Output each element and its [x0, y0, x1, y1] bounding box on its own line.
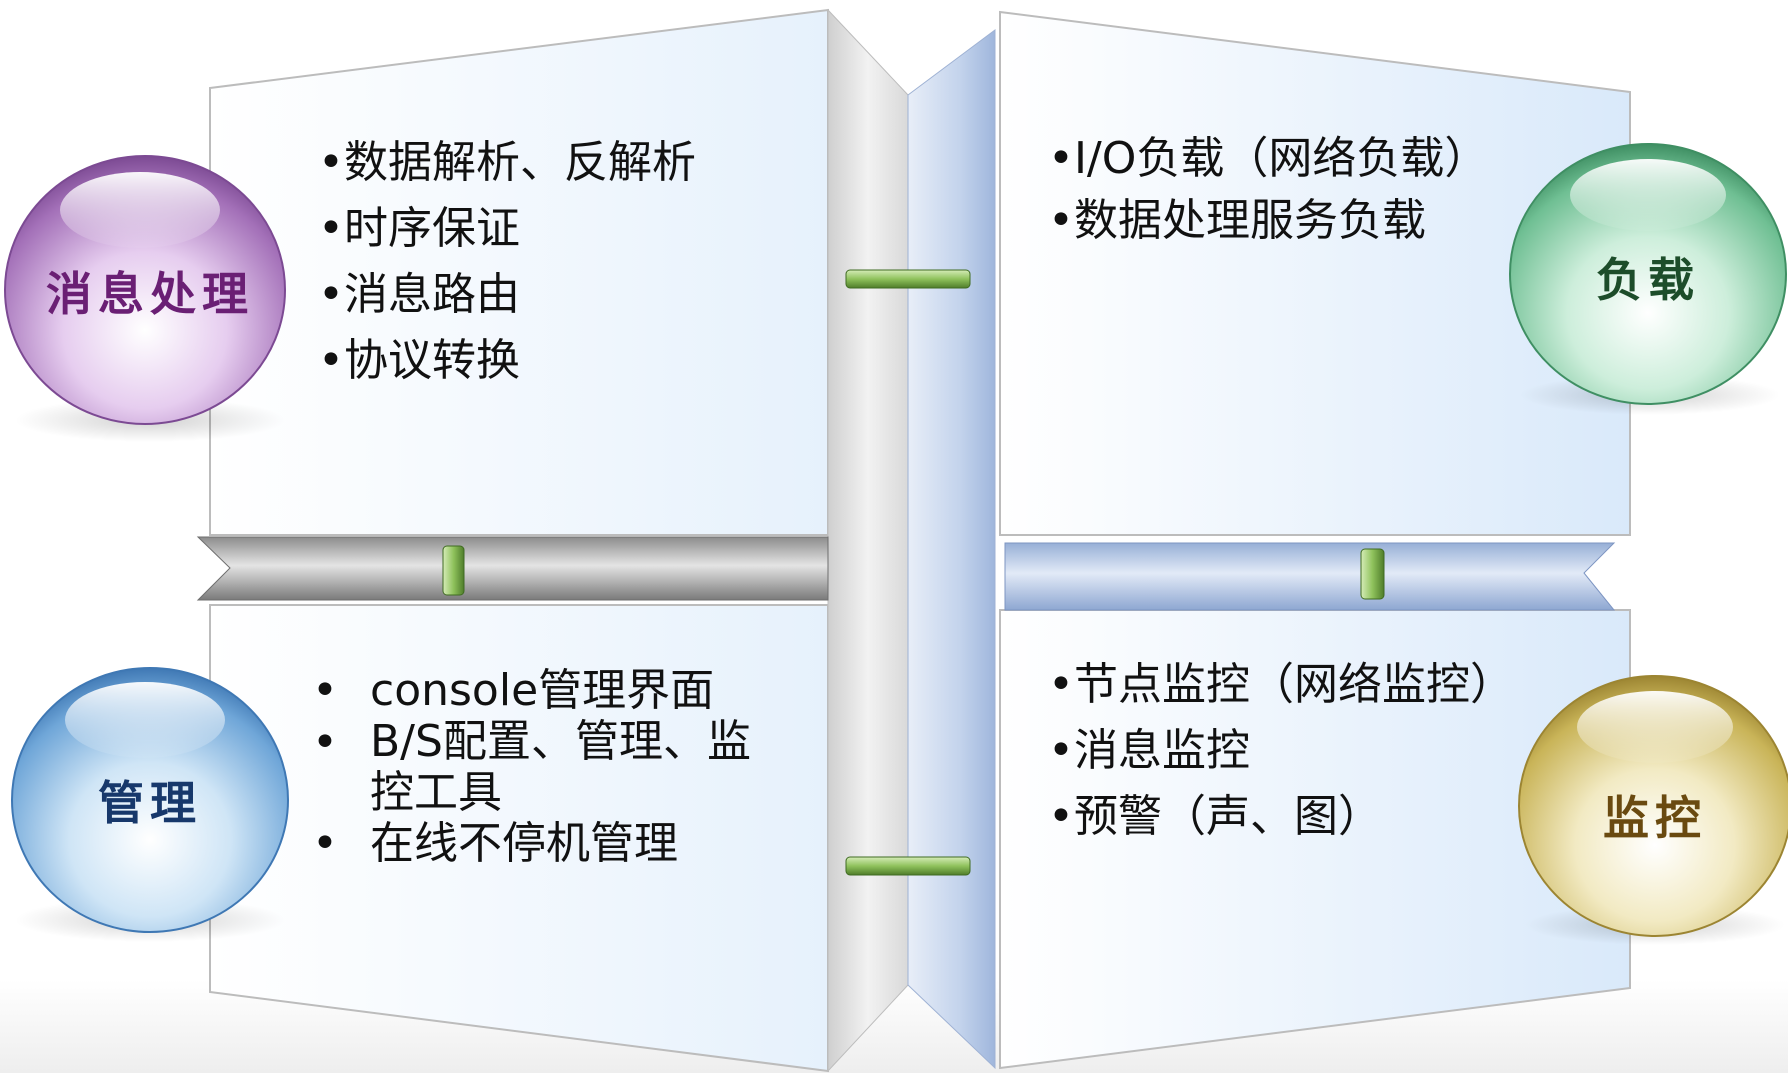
list-bullet: •: [312, 665, 338, 716]
sphere-icon: [1518, 675, 1788, 945]
connector-top: [845, 269, 971, 289]
sphere-icon: [11, 667, 289, 942]
list-item: 在线不停机管理: [370, 818, 678, 869]
connector-left: [442, 545, 465, 596]
list-item: •数据处理服务负载: [1048, 195, 1426, 246]
sphere-label-load: 负载: [1596, 253, 1700, 307]
connector-bottom: [845, 856, 971, 876]
divider-bar-right: [1004, 542, 1616, 611]
list-item: •消息路由: [318, 269, 520, 320]
load-list: •I/O负载（网络负载） •数据处理服务负载: [1048, 128, 1488, 252]
list-item: •数据解析、反解析: [318, 137, 696, 188]
list-item: •时序保证: [318, 203, 520, 254]
list-item: •I/O负载（网络负载）: [1048, 133, 1489, 184]
spine-left: [827, 8, 909, 1073]
list-item: •预警（声、图）: [1048, 791, 1382, 842]
divider-bar-left: [196, 536, 829, 601]
sphere-label-message-processing: 消息处理: [46, 267, 254, 321]
message-processing-list: •数据解析、反解析 •时序保证 •消息路由 •协议转换: [318, 130, 696, 394]
spine-right: [907, 29, 996, 1070]
list-item: 控工具: [370, 767, 502, 818]
sphere-icon: [4, 155, 286, 442]
panel-top-right: [999, 10, 1631, 536]
list-item: console管理界面: [370, 665, 715, 716]
list-item: •协议转换: [318, 335, 520, 386]
list-item: B/S配置、管理、监: [370, 716, 751, 767]
sphere-label-monitoring: 监控: [1603, 791, 1707, 845]
list-item: •节点监控（网络监控）: [1048, 659, 1514, 710]
list-bullet: •: [312, 818, 338, 869]
connector-right: [1360, 548, 1385, 600]
list-item: •消息监控: [1048, 725, 1250, 776]
sphere-icon: [1509, 143, 1787, 415]
monitoring-list: •节点监控（网络监控） •消息监控 •预警（声、图）: [1048, 652, 1514, 850]
list-bullet: •: [312, 717, 338, 768]
sphere-label-management: 管理: [98, 776, 202, 830]
